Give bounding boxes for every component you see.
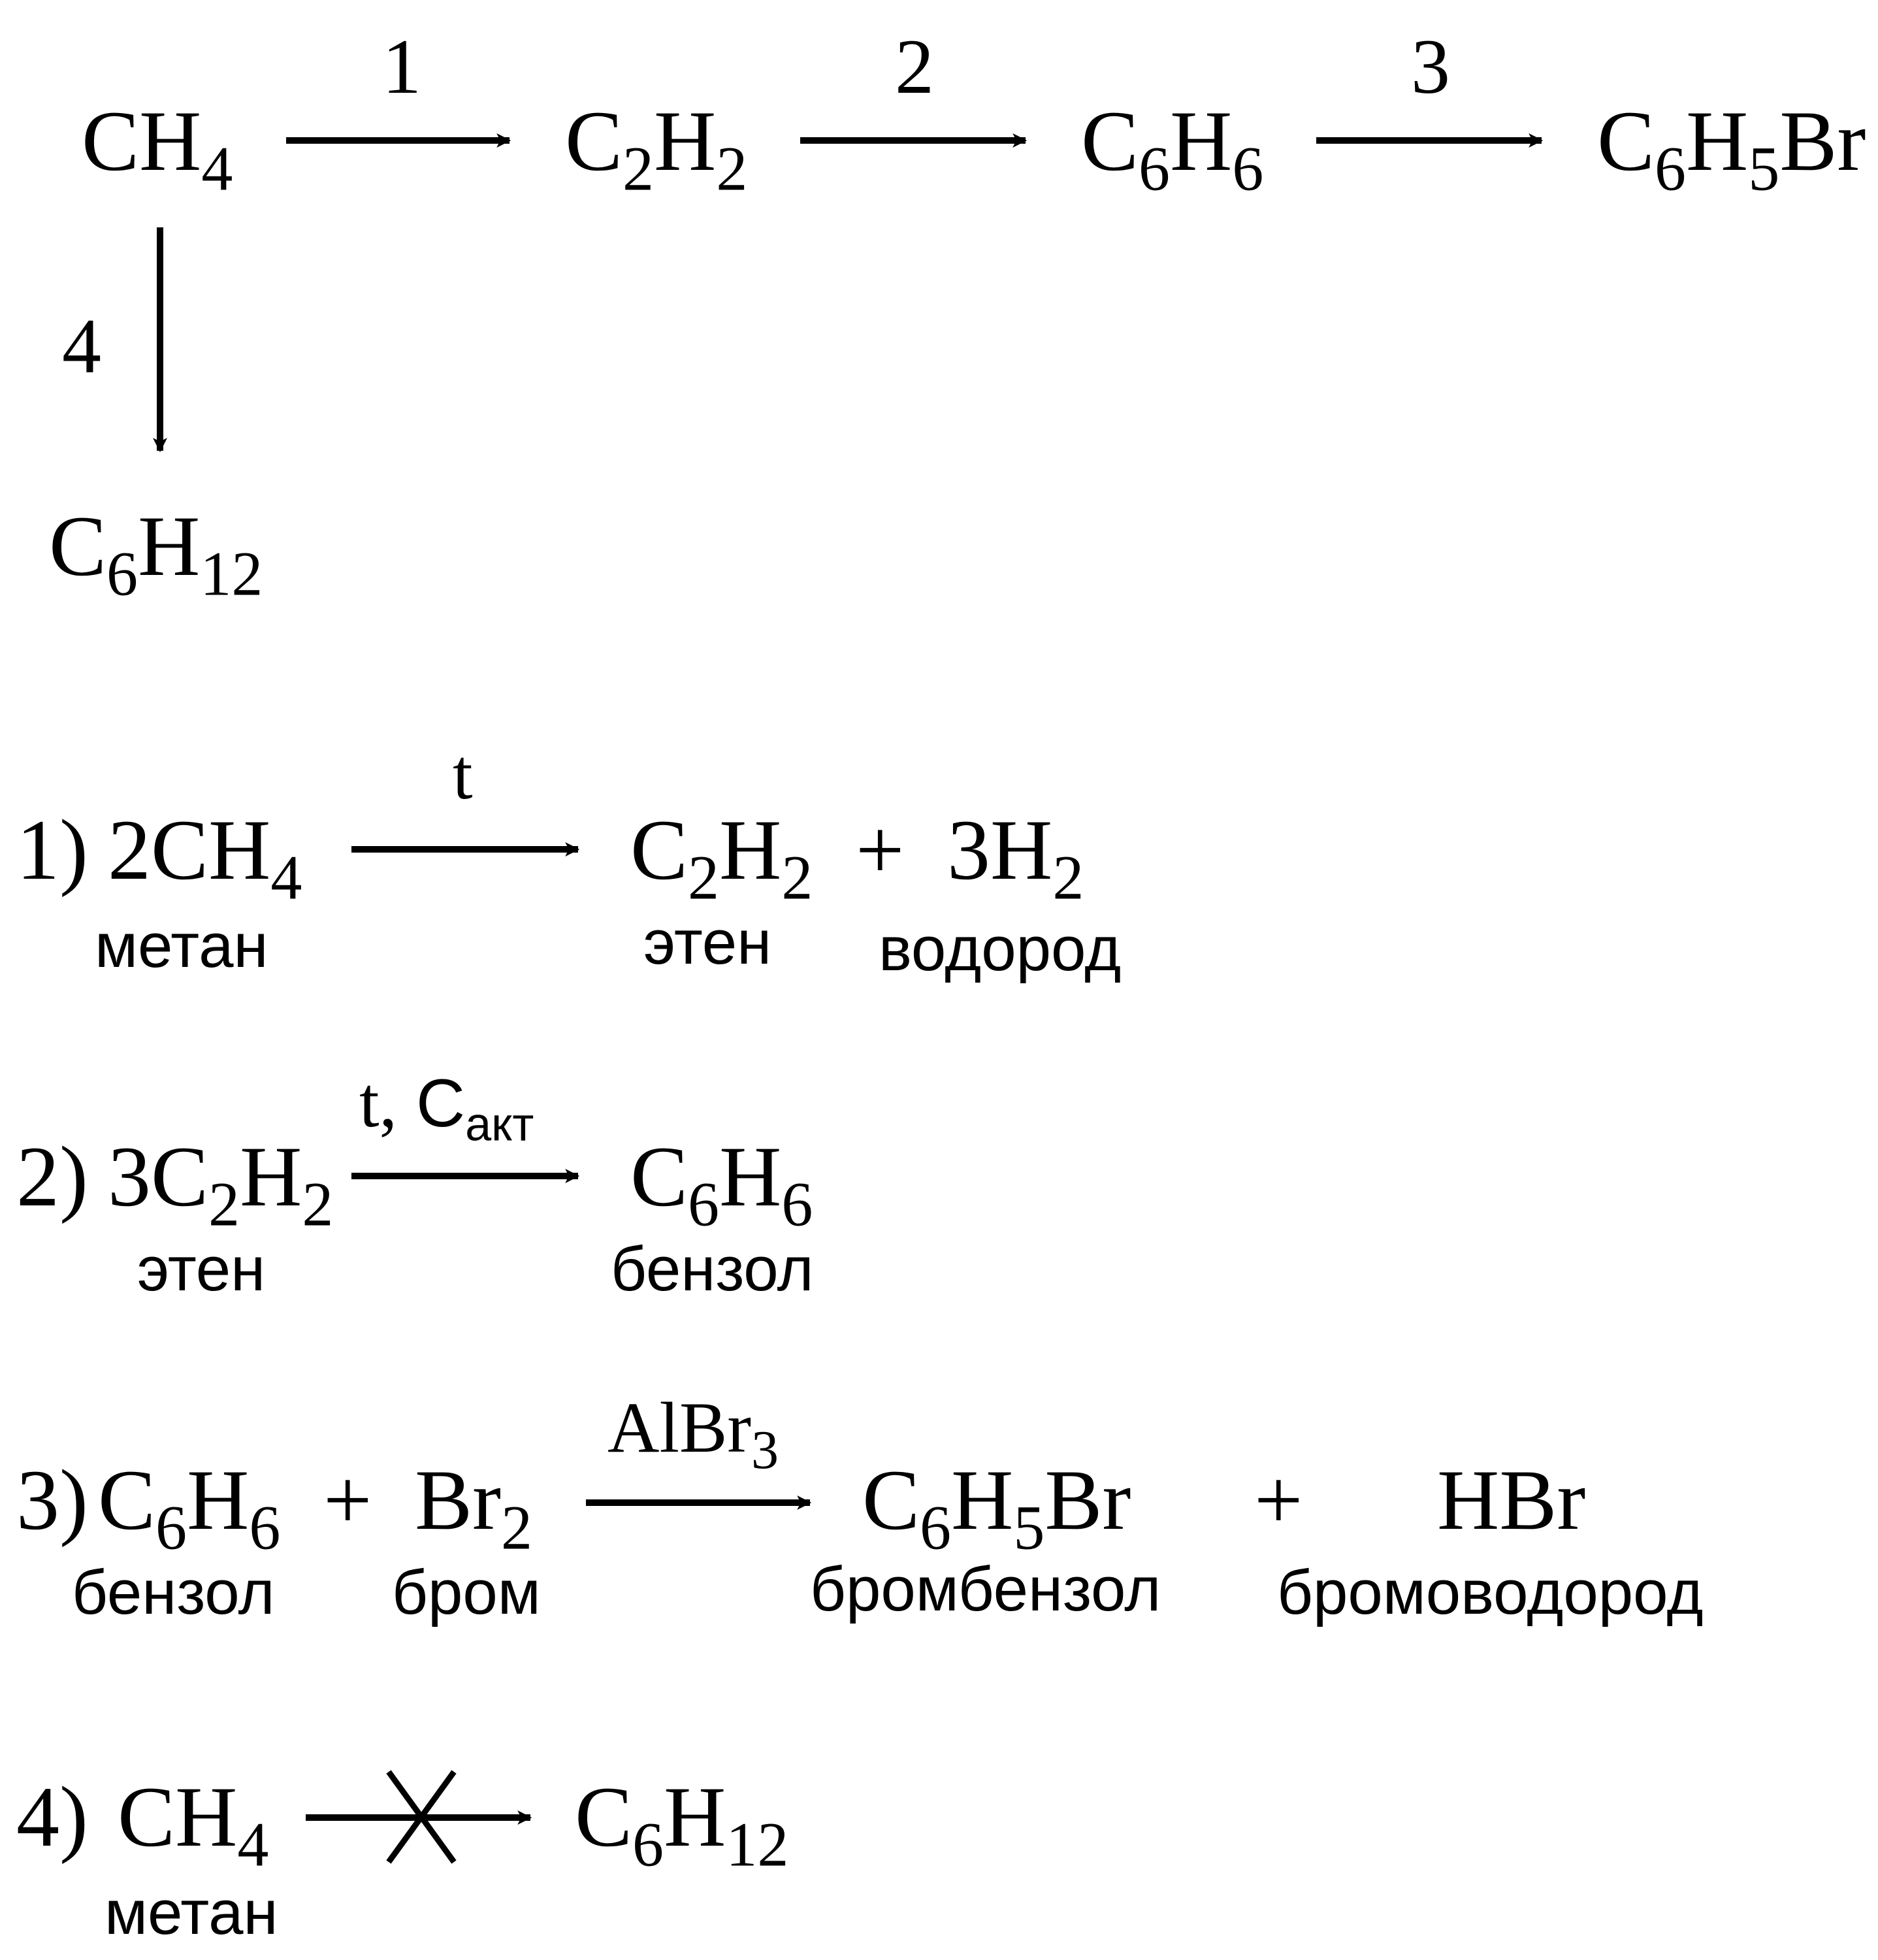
- reaction-2-reactant: 3C2H2: [108, 1128, 334, 1239]
- scheme-step-label-1: 1: [382, 23, 421, 110]
- scheme-c6h5br: C6H5Br: [1597, 93, 1866, 204]
- reaction-2-reactant-name: этен: [137, 1234, 266, 1304]
- reaction-3-product-1-name: бромбензол: [810, 1554, 1161, 1624]
- reaction-1-plus: +: [856, 802, 905, 898]
- reaction-2-product-1: C6H6: [630, 1128, 813, 1239]
- reaction-3-plus-2: +: [1254, 1452, 1303, 1548]
- scheme-c2h2: C2H2: [565, 93, 748, 204]
- reaction-4-number: 4): [16, 1769, 88, 1865]
- reaction-2-condition: t, Cакт: [359, 1062, 534, 1151]
- scheme-step-label-2: 2: [895, 23, 934, 110]
- reaction-1-product-2-name: водород: [879, 914, 1122, 984]
- reaction-1-product-1-name: этен: [643, 907, 772, 977]
- reaction-3-reactant-1-name: бензол: [72, 1558, 275, 1627]
- reaction-1-reactant: 2CH4: [108, 802, 302, 913]
- reaction-3-reactant-1: C6H6: [98, 1452, 281, 1563]
- reaction-4-reactant-name: метан: [105, 1878, 278, 1948]
- scheme-c6h12: C6H12: [49, 498, 263, 609]
- reaction-1-reactant-name: метан: [95, 911, 268, 981]
- scheme-c6h6: C6H6: [1081, 93, 1264, 204]
- scheme-ch4: CH4: [82, 93, 233, 204]
- reaction-2-product-1-name: бензол: [611, 1234, 814, 1304]
- reaction-3-reactant-2: Br2: [415, 1452, 532, 1563]
- reaction-4-product-1: C6H12: [575, 1769, 789, 1880]
- reaction-3-reactant-2-name: бром: [392, 1558, 541, 1627]
- reaction-3-product-1: C6H5Br: [862, 1452, 1131, 1563]
- reaction-1-product-2: 3H2: [947, 802, 1084, 913]
- reaction-4-cross: [386, 1770, 457, 1864]
- reaction-3-number: 3): [16, 1452, 88, 1548]
- reaction-3-product-2-name: бромоводород: [1277, 1558, 1704, 1627]
- reaction-2-number: 2): [16, 1128, 88, 1224]
- reaction-3-product-2: HBr: [1437, 1452, 1586, 1548]
- reaction-3-condition: AlBr3: [607, 1388, 779, 1481]
- reaction-4-reactant: CH4: [118, 1769, 269, 1880]
- reaction-1-product-1: C2H2: [630, 802, 813, 913]
- reaction-1-number: 1): [16, 802, 88, 898]
- reaction-3-plus-1: +: [323, 1452, 372, 1548]
- scheme-step-label-3: 3: [1411, 23, 1450, 110]
- scheme-step-label-4: 4: [62, 302, 101, 389]
- reaction-1-condition: t: [453, 734, 473, 814]
